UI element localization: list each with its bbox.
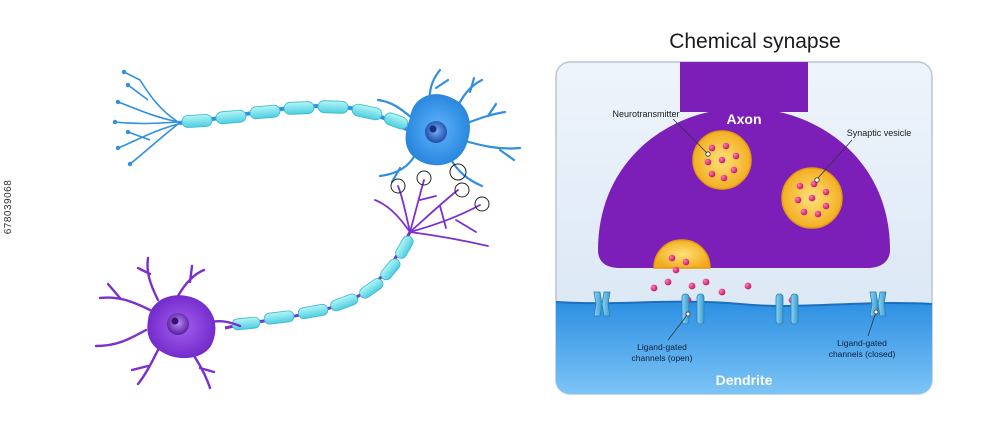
blue-nucleolus [429, 125, 437, 133]
open-channels-label-line1: Ligand-gated [637, 342, 687, 352]
vesicle-neurotransmitter [692, 130, 752, 190]
blue-myelin-sheath [181, 100, 409, 130]
blue-neuron-dendrites [376, 68, 522, 188]
vesicle-synaptic [781, 167, 843, 229]
channel-closed-left [593, 291, 611, 317]
synapse-markers [390, 163, 490, 212]
synapse-panel: Axon Neurotransmitter Synaptic vesicle L… [555, 61, 933, 395]
dendrite-label: Dendrite [716, 372, 773, 388]
dendrite-membrane [556, 301, 932, 394]
channel-open-left [681, 293, 705, 325]
axon-label: Axon [727, 111, 762, 127]
synaptic-vesicle-label: Synaptic vesicle [847, 128, 912, 138]
blue-nucleus [425, 121, 447, 143]
diagram-title: Chemical synapse [669, 30, 841, 53]
closed-channel-pointer [873, 309, 879, 315]
open-channel-pointer [685, 311, 691, 317]
purple-nucleolus [171, 317, 179, 325]
purple-nucleus [167, 313, 189, 335]
axon-stem [680, 62, 808, 112]
closed-channels-label-line1: Ligand-gated [837, 338, 887, 348]
purple-dendrite-tree [374, 179, 489, 247]
open-channels-label-line2: channels (open) [632, 353, 693, 363]
blue-terminal-knobs [112, 69, 133, 167]
purple-myelin-sheath [231, 235, 414, 331]
vesicle-fusing [653, 239, 711, 274]
neurotransmitter-label: Neurotransmitter [612, 109, 679, 119]
channel-open-right [775, 293, 799, 325]
blue-axon-terminals [114, 71, 179, 165]
closed-channels-label-line2: channels (closed) [829, 349, 896, 359]
leader-lines [667, 118, 877, 341]
